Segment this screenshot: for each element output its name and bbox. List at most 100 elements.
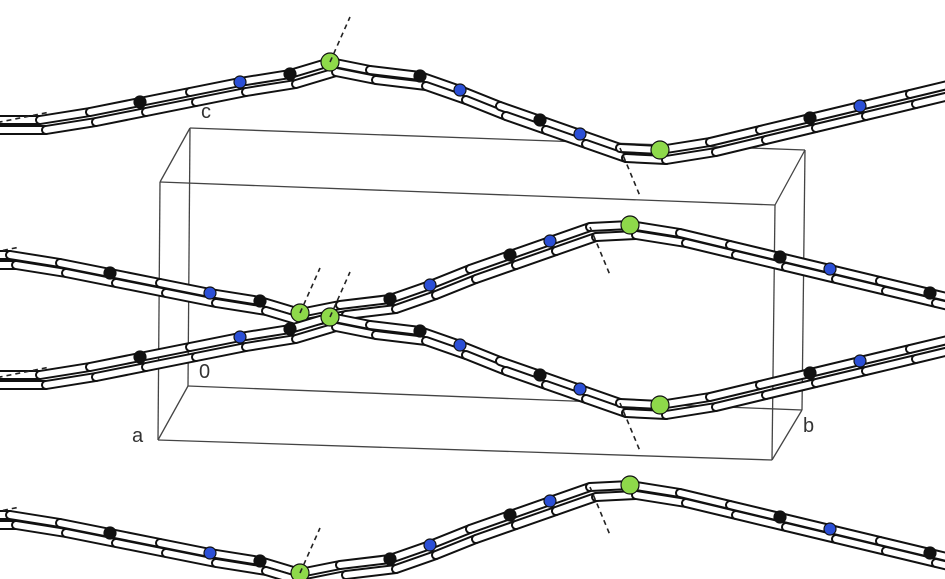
bond (393, 292, 439, 312)
nitrogen-atom (203, 286, 217, 300)
bond (727, 502, 783, 520)
bond (713, 392, 769, 410)
bond (553, 494, 599, 514)
bond (337, 296, 393, 308)
carbon-atom (803, 366, 817, 380)
bond (37, 364, 93, 378)
bond (57, 520, 113, 536)
bond (827, 526, 883, 544)
bond (547, 484, 593, 504)
bond (113, 280, 169, 296)
bond (927, 550, 945, 560)
nitrogen-atom (573, 382, 587, 396)
bond (43, 119, 99, 133)
bond (877, 538, 933, 556)
bond (577, 386, 623, 406)
bond (933, 560, 945, 569)
bond (137, 89, 193, 105)
bond (537, 117, 583, 137)
bond (237, 326, 293, 340)
carbon-atom (103, 526, 117, 540)
nitrogen-atom (543, 234, 557, 248)
bond (293, 69, 339, 87)
carbon-atom (413, 324, 427, 338)
bond (543, 127, 589, 147)
nitrogen-atom (453, 83, 467, 97)
bond (713, 137, 769, 155)
bond (137, 344, 193, 360)
bond (907, 337, 945, 352)
carbon-atom (283, 67, 297, 81)
bond (513, 508, 559, 528)
cell-edge (801, 149, 806, 411)
bond (593, 232, 639, 240)
carbon-atom (533, 113, 547, 127)
cell-edge (157, 181, 161, 441)
cell-edge (159, 127, 191, 183)
bond (367, 67, 423, 79)
cell-edge (157, 439, 773, 461)
bond (7, 252, 63, 266)
bond (543, 382, 589, 402)
bond (507, 498, 553, 518)
bond (783, 264, 839, 282)
nitrogen-atom (823, 522, 837, 536)
bond (87, 99, 143, 115)
carbon-atom (283, 322, 297, 336)
bond (863, 356, 919, 374)
bond (163, 550, 219, 566)
bond (707, 382, 763, 400)
carbon-atom (503, 248, 517, 262)
bond (583, 396, 629, 416)
origin-label: 0 (199, 361, 210, 383)
bond (497, 358, 543, 378)
bond (547, 224, 593, 244)
bond (777, 254, 833, 272)
bond (343, 566, 399, 578)
chlorine-atom (620, 475, 640, 495)
bond (833, 536, 889, 554)
bond (207, 290, 263, 304)
bond (473, 522, 519, 542)
bond (373, 332, 429, 344)
bond (187, 79, 243, 95)
bond (387, 282, 433, 302)
cell-edge (157, 385, 189, 441)
bond (883, 548, 939, 566)
bond (143, 354, 199, 370)
axis-label-a: a (132, 425, 144, 447)
carbon-atom (413, 69, 427, 83)
carbon-atom (133, 350, 147, 364)
bond (623, 410, 669, 418)
bond (633, 492, 689, 506)
molecule-layers (0, 16, 945, 579)
bond (293, 324, 339, 342)
bond (93, 109, 149, 125)
bond (463, 97, 509, 119)
bond (857, 91, 913, 109)
carbon-atom (503, 508, 517, 522)
bond (577, 131, 623, 151)
bond (333, 69, 379, 83)
bond (827, 266, 883, 284)
bond (807, 358, 863, 376)
bond (467, 252, 513, 272)
chlorine-atom (650, 140, 670, 160)
carbon-atom (533, 368, 547, 382)
bond (237, 71, 293, 85)
chlorine-atom (650, 395, 670, 415)
bond (813, 113, 869, 131)
bond (57, 260, 113, 276)
bond (913, 93, 945, 107)
bond (807, 103, 863, 121)
bond (263, 568, 304, 579)
bond (13, 522, 69, 536)
bond (503, 368, 549, 388)
nitrogen-atom (853, 354, 867, 368)
cell-edge (774, 149, 806, 206)
bond (757, 370, 813, 388)
bond (763, 380, 819, 398)
bond (107, 270, 163, 286)
nitrogen-atom (233, 330, 247, 344)
